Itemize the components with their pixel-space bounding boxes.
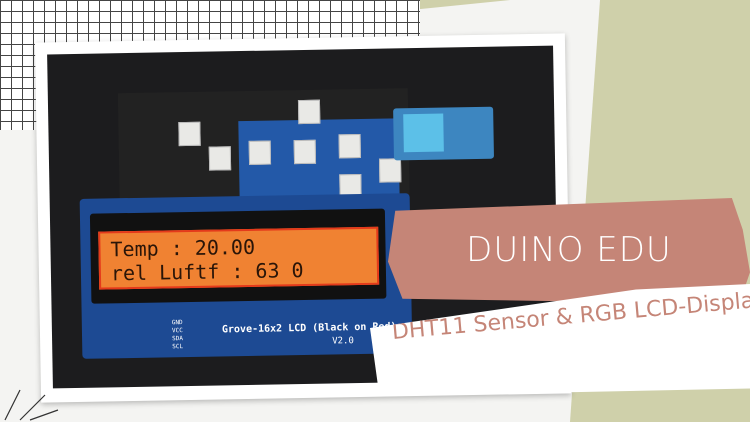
board-version: V2.0	[332, 336, 354, 347]
lcd-board: Temp : 20.00 rel Luftf : 63 0 GND VCC SD…	[79, 193, 413, 359]
pin-labels: GND VCC SDA SCL	[172, 319, 183, 351]
lcd-line-2: rel Luftf : 63 0	[110, 257, 304, 286]
lcd-screen: Temp : 20.00 rel Luftf : 63 0	[98, 226, 380, 290]
pin-scl: SCL	[172, 343, 184, 351]
title: DUINO EDU	[466, 230, 672, 270]
pin-sda: SDA	[172, 335, 183, 343]
lcd-line-1: Temp : 20.00	[110, 234, 256, 262]
decorative-strokes-icon	[4, 389, 59, 421]
pin-vcc: VCC	[171, 327, 183, 335]
dht11-sensor	[393, 106, 494, 161]
pin-gnd: GND	[171, 319, 183, 327]
title-banner: DUINO EDU	[388, 198, 750, 304]
